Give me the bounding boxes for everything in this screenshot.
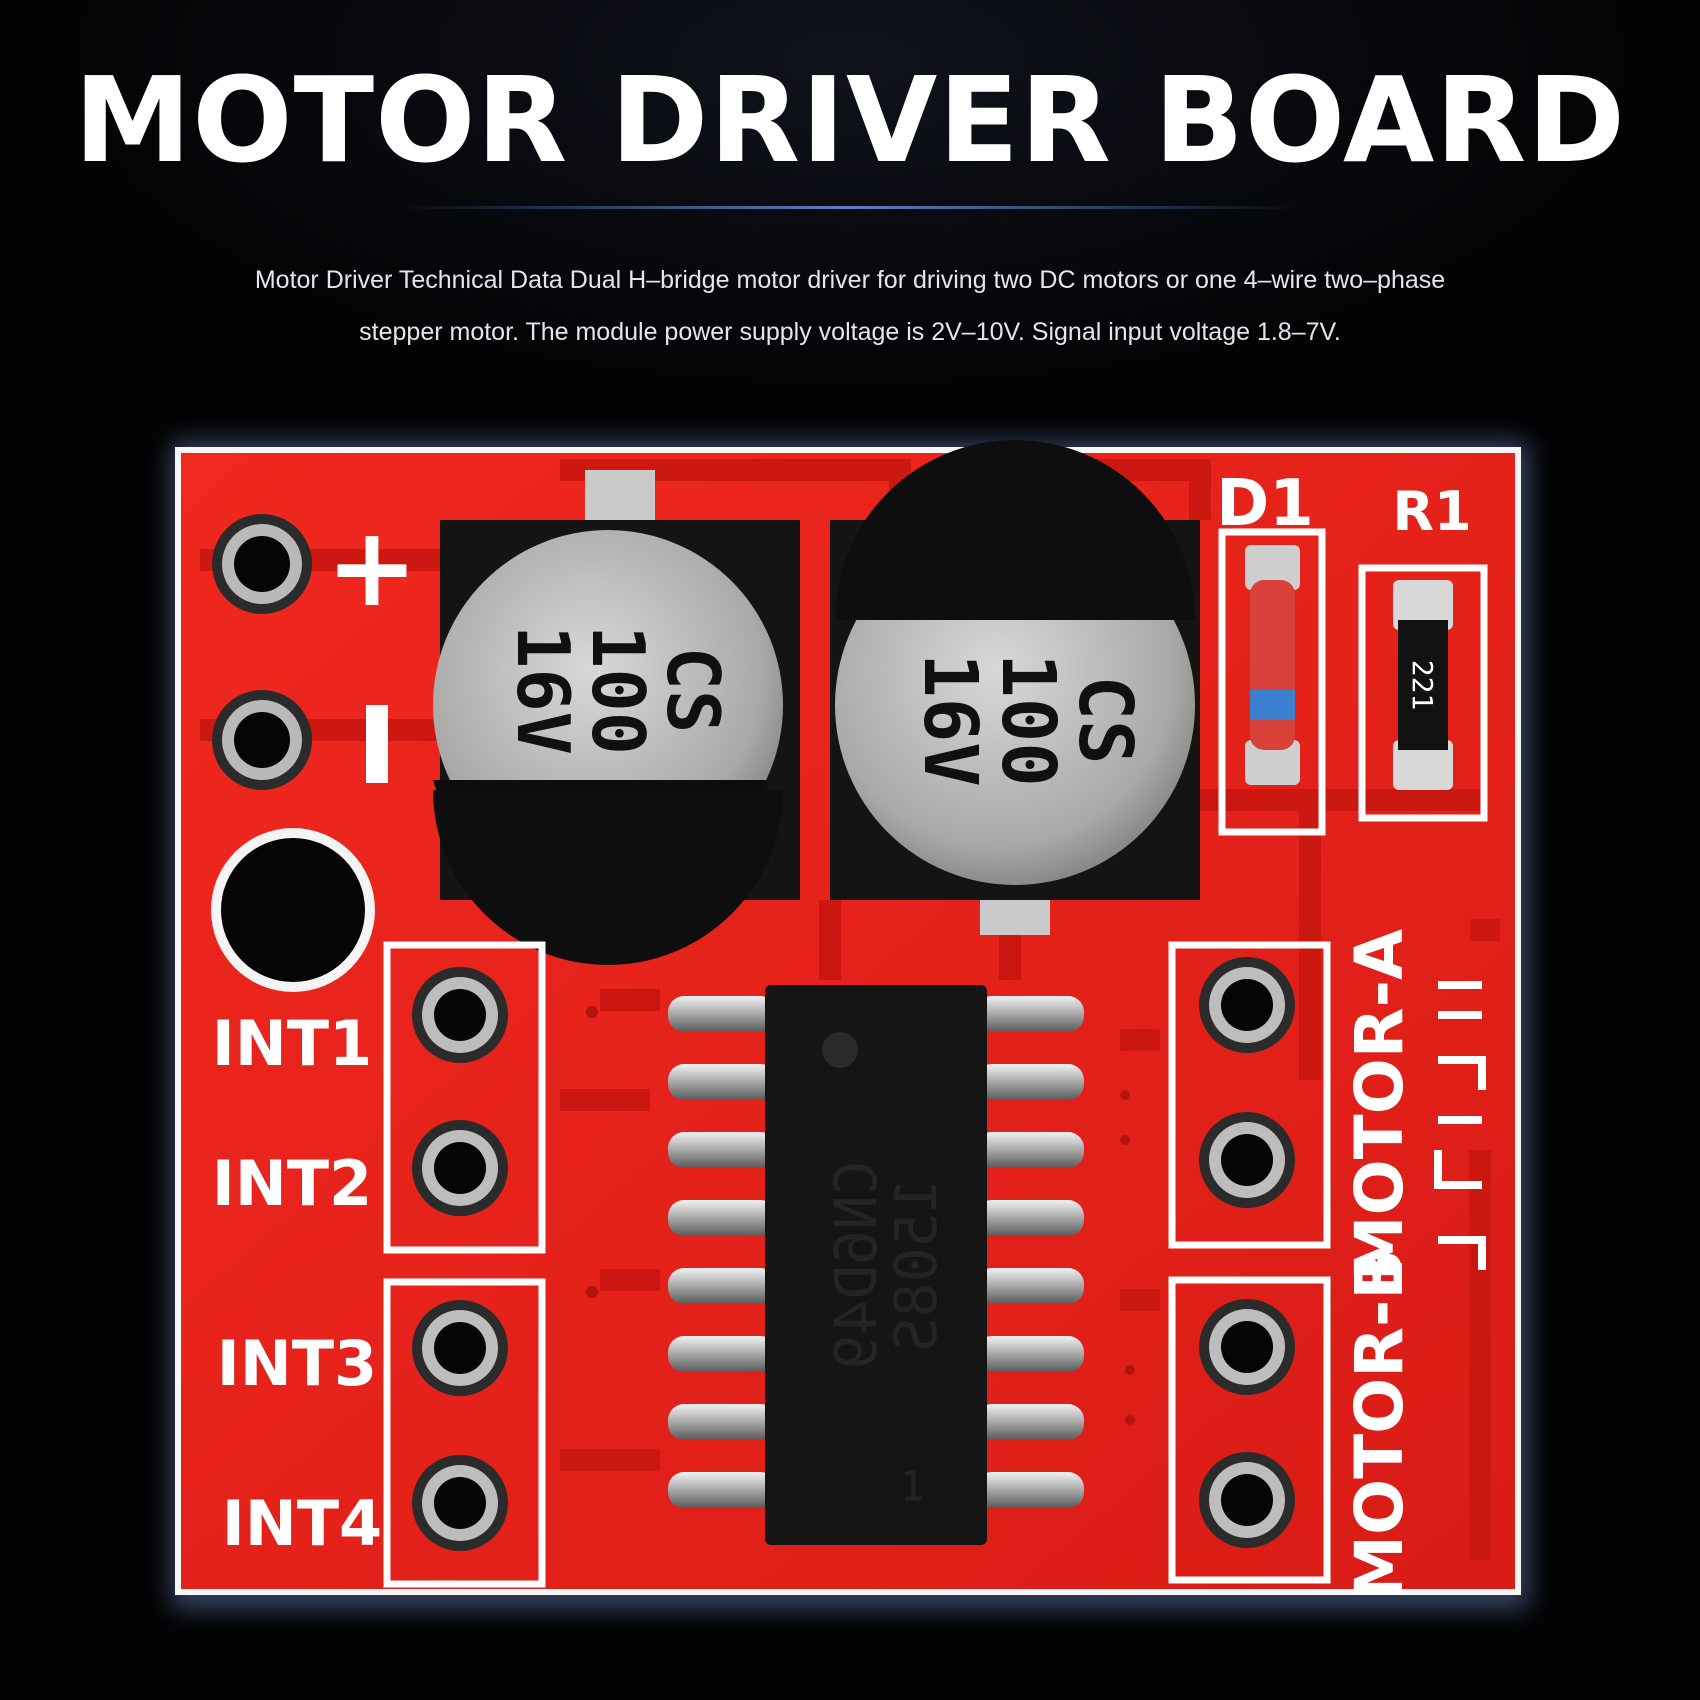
chip-pin1-dot bbox=[822, 1032, 858, 1068]
input-header-outline-top bbox=[383, 941, 546, 1254]
plus-label: + bbox=[326, 503, 418, 631]
resistor-label: R1 bbox=[1392, 480, 1471, 543]
mounting-hole bbox=[221, 838, 365, 982]
input-header-outline-bottom bbox=[383, 1278, 546, 1588]
chip-text: 1508S CN6D49 bbox=[822, 1160, 950, 1370]
cap-left-line1: CS bbox=[651, 647, 735, 734]
cap-right-line3: 16V bbox=[907, 653, 993, 787]
resistor-code: 221 bbox=[1406, 660, 1439, 711]
input-label-1: INT1 bbox=[212, 1007, 372, 1080]
motor-pins bbox=[1199, 957, 1295, 1548]
motor-a-label: MOTOR-A bbox=[1341, 929, 1418, 1281]
chip-line3: 1 bbox=[900, 1464, 924, 1510]
power-header bbox=[212, 514, 312, 790]
page-title: MOTOR DRIVER BOARD bbox=[73, 51, 1627, 189]
resistor-outline bbox=[1358, 564, 1488, 822]
capacitor-right bbox=[830, 440, 1200, 935]
title-divider bbox=[400, 206, 1300, 209]
motor-silkscreen-marks bbox=[1434, 981, 1486, 1270]
motor-header-outline-top bbox=[1168, 941, 1331, 1249]
cap-right-line1: CS bbox=[1062, 675, 1148, 764]
resistor bbox=[1393, 580, 1453, 790]
description-line-2: stepper motor. The module power supply v… bbox=[359, 318, 1341, 346]
cap-left-line3: 16V bbox=[501, 625, 585, 755]
cap-right-line2: 100 bbox=[985, 653, 1071, 787]
motor-b-label: MOTOR-B bbox=[1341, 1249, 1418, 1600]
input-label-4: INT4 bbox=[222, 1487, 382, 1560]
description-line-1: Motor Driver Technical Data Dual H–bridg… bbox=[254, 266, 1446, 294]
input-label-2: INT2 bbox=[212, 1147, 372, 1220]
minus-label-mark bbox=[366, 705, 388, 783]
motor-header-outline-bottom bbox=[1168, 1276, 1331, 1584]
input-label-3: INT3 bbox=[217, 1327, 377, 1400]
chip-line2: CN6D49 bbox=[822, 1160, 890, 1370]
capacitor-right-text: CS 100 16V bbox=[907, 653, 1148, 787]
board-photo: + CS 100 16V CS 100 16V D1 R1 bbox=[170, 440, 1530, 1610]
cap-left-line2: 100 bbox=[576, 625, 660, 755]
chip-body bbox=[765, 985, 987, 1545]
description: Motor Driver Technical Data Dual H–bridg… bbox=[200, 254, 1500, 358]
capacitor-left bbox=[433, 470, 800, 965]
diode-outline bbox=[1218, 528, 1326, 836]
chip-pins bbox=[668, 996, 1084, 1508]
diode bbox=[1245, 545, 1300, 785]
chip-line1: 1508S bbox=[882, 1178, 950, 1353]
pcb-traces bbox=[200, 459, 1500, 1560]
capacitor-left-text: CS 100 16V bbox=[501, 625, 735, 755]
input-pins bbox=[412, 967, 508, 1551]
